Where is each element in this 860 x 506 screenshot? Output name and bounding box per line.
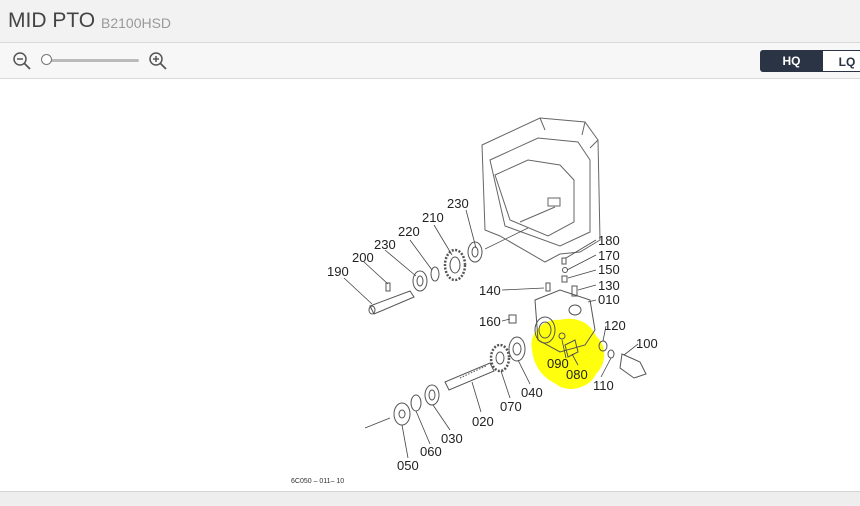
detent-parts [558,332,579,358]
zoom-slider-thumb[interactable] [41,54,52,65]
part-label-160[interactable]: 160 [479,314,501,329]
part-label-060[interactable]: 060 [420,444,442,459]
part-label-180[interactable]: 180 [598,233,620,248]
part-label-120[interactable]: 120 [604,318,626,333]
circlip-060 [410,394,422,412]
page-title: MID PTO [8,9,96,32]
part-label-110[interactable]: 110 [593,378,614,393]
shaft-190 [368,290,415,315]
part-label-070[interactable]: 070 [500,399,522,414]
figure-code: 6C050 – 011– 10 [291,478,344,485]
model-subtitle: B2100HSD [101,15,172,31]
part-label-190[interactable]: 190 [327,264,349,279]
part-label-020[interactable]: 020 [472,414,494,429]
ring-220 [430,266,440,282]
gear-210 [443,248,467,282]
zoom-out-icon[interactable] [12,51,32,71]
lq-toggle[interactable]: LQ [822,50,860,72]
toolbar [0,43,860,79]
shaft-axis [484,227,529,250]
part-label-090[interactable]: 090 [547,356,569,371]
shaft-020 [444,362,495,391]
part-label-050[interactable]: 050 [397,458,419,473]
bottom-bar [0,491,860,506]
lever-100 [607,349,647,379]
seal-050 [393,402,411,426]
part-label-010[interactable]: 010 [598,292,620,307]
leader-lines [343,209,639,459]
part-label-140[interactable]: 140 [479,283,501,298]
title-bar: MID PTO B2100HSD [0,0,860,43]
part-label-150[interactable]: 150 [598,262,620,277]
part-label-210[interactable]: 210 [422,210,444,225]
part-label-170[interactable]: 170 [598,248,620,263]
part-label-080[interactable]: 080 [566,367,588,382]
part-label-230-lower[interactable]: 230 [374,237,396,252]
pto-housing-010 [534,289,596,353]
bearing-230-upper [467,241,483,263]
gear-070 [489,343,511,373]
zoom-in-icon[interactable] [148,51,168,71]
part-label-130[interactable]: 130 [598,278,620,293]
part-label-100[interactable]: 100 [636,336,658,351]
part-label-200[interactable]: 200 [352,250,374,265]
part-label-220[interactable]: 220 [398,224,420,239]
part-label-030[interactable]: 030 [441,431,463,446]
zoom-slider-track[interactable] [45,59,139,62]
part-label-040[interactable]: 040 [521,385,543,400]
bearing-030 [424,384,440,406]
highlight-mark [531,318,605,389]
bearing-230-lower [412,270,428,292]
part-label-230-upper[interactable]: 230 [447,196,469,211]
parts-diagram: 230 210 230 220 200 190 180 170 150 130 … [291,117,658,485]
gear-040 [508,336,526,362]
transmission-case [481,117,601,263]
hq-toggle[interactable]: HQ [760,50,823,72]
